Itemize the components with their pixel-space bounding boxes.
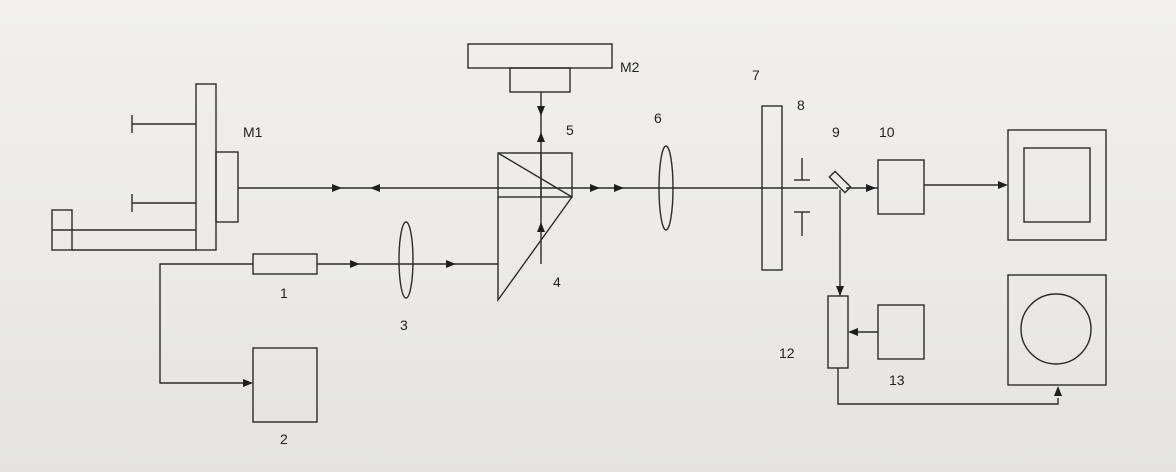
lens-6: [658, 145, 674, 231]
plate-7: [761, 105, 783, 271]
label-1: 1: [280, 285, 288, 301]
label-8: 8: [797, 97, 805, 113]
mirror-m1: [51, 83, 239, 251]
monitor-square-display: [1007, 129, 1107, 241]
m1-mount-plate: [195, 83, 217, 251]
beam-splitter-9: [828, 170, 852, 194]
square-pattern: [1023, 147, 1091, 223]
detector-10: [877, 159, 925, 215]
component-box-2: [252, 347, 318, 423]
label-12: 12: [779, 345, 795, 361]
label-13: 13: [889, 372, 905, 388]
monitor-circle-display: [1007, 274, 1107, 386]
source-to-box2-line: [159, 263, 253, 384]
light-source-1: [252, 253, 318, 275]
label-3: 3: [400, 317, 408, 333]
component-box-13: [877, 304, 925, 360]
detector-12: [827, 295, 849, 369]
label-4: 4: [553, 274, 561, 290]
arrowhead: [243, 379, 253, 387]
m2-mount: [467, 43, 613, 69]
beam-splitter-prism: [497, 152, 573, 303]
label-m2: M2: [620, 59, 640, 75]
label-9: 9: [832, 124, 840, 140]
label-10: 10: [879, 124, 895, 140]
circle-pattern: [1020, 293, 1092, 365]
label-7: 7: [752, 67, 760, 83]
beam-splitter-cube: [497, 152, 573, 198]
label-m1: M1: [243, 124, 263, 140]
label-5: 5: [566, 122, 574, 138]
aperture-8: [794, 158, 810, 236]
m2-mirror: [509, 67, 571, 93]
label-2: 2: [280, 431, 288, 447]
prism-triangle: [497, 196, 573, 303]
label-6: 6: [654, 110, 662, 126]
mirror-m2: [467, 43, 613, 93]
lens-3: [398, 221, 414, 299]
m1-mirror: [215, 151, 239, 223]
